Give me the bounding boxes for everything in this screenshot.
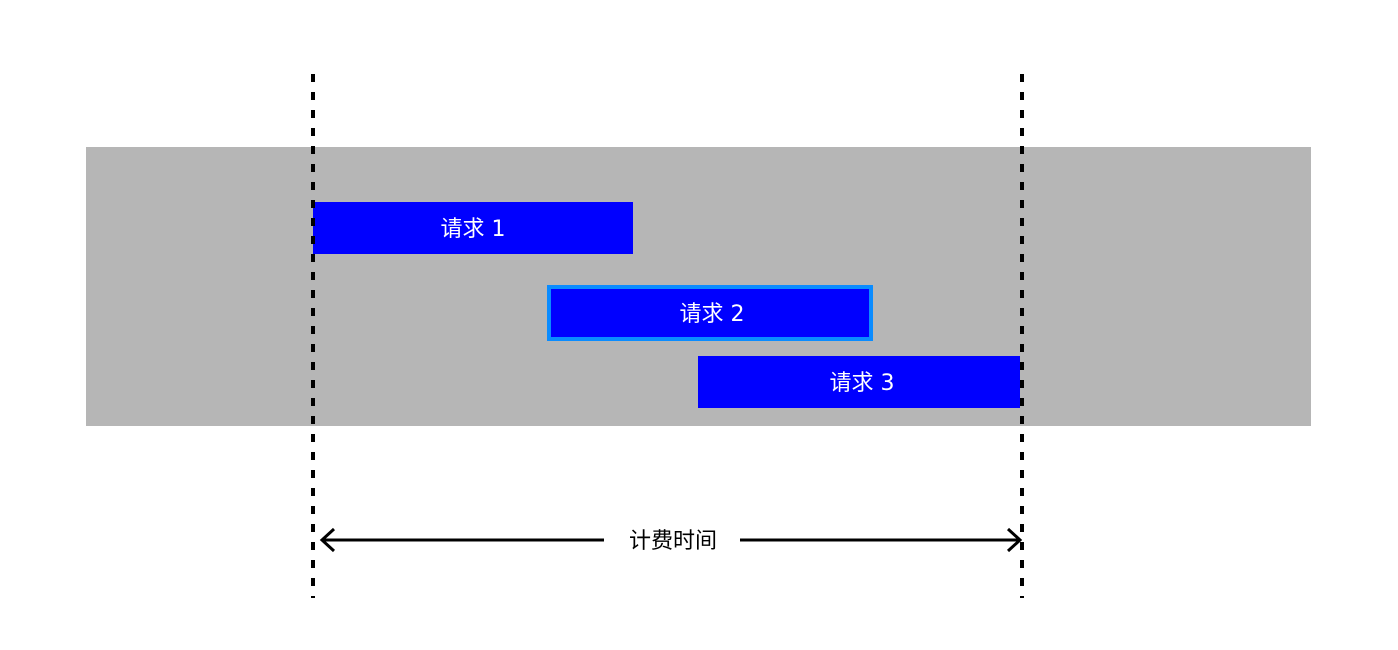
request-bar-1: 请求 1	[313, 202, 633, 254]
arrow-right-icon	[1006, 527, 1023, 553]
billing-time-label: 计费时间	[629, 529, 717, 554]
request-bar-2: 请求 2	[547, 285, 873, 341]
request-label-3: 请求 3	[830, 371, 895, 396]
arrow-left-icon	[319, 527, 336, 553]
request-label-1: 请求 1	[441, 217, 506, 242]
billing-duration-arrow: 计费时间	[319, 527, 1023, 554]
request-bar-3: 请求 3	[698, 356, 1020, 408]
request-label-2: 请求 2	[680, 302, 745, 327]
